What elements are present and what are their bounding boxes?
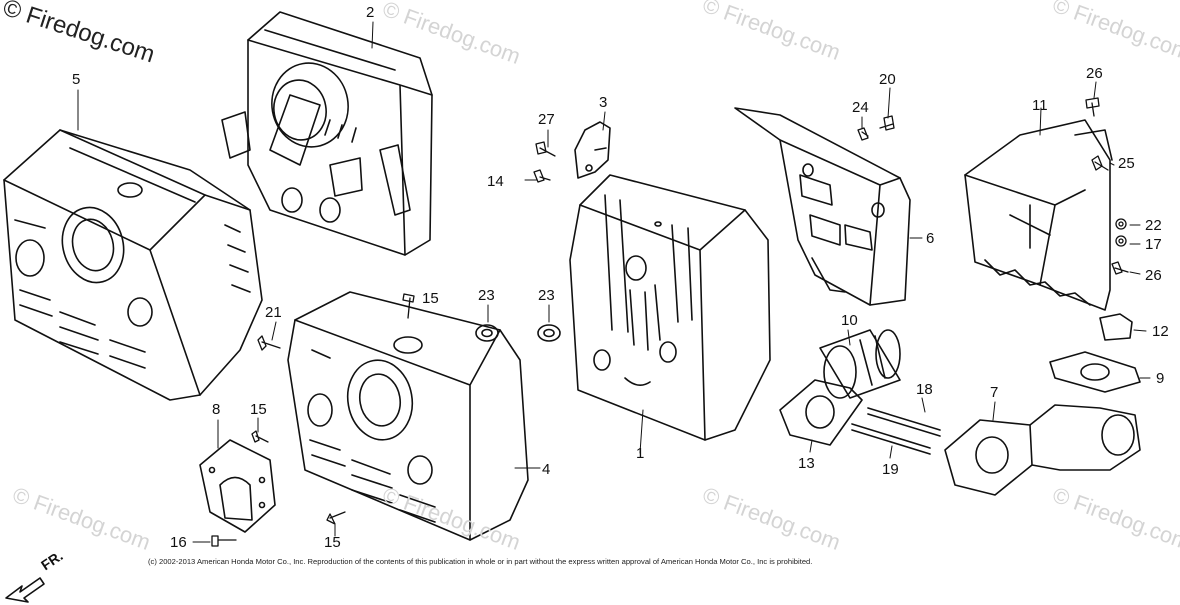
callout-27: 27 — [538, 111, 555, 128]
callout-19: 19 — [882, 461, 899, 478]
callout-8: 8 — [212, 401, 221, 418]
front-direction-arrow — [5, 577, 45, 603]
leader-lines — [77, 21, 1151, 543]
part-12-bracket — [1099, 313, 1133, 341]
callout-1: 1 — [636, 445, 645, 462]
callout-4: 4 — [542, 461, 551, 478]
callout-2: 2 — [366, 4, 375, 21]
callout-14: 14 — [487, 173, 504, 190]
part-13-gasket — [779, 379, 863, 446]
callout-12: 12 — [1152, 323, 1169, 340]
callout-17: 17 — [1145, 236, 1162, 253]
callout-20: 20 — [879, 71, 896, 88]
callout-23: 23 — [478, 287, 495, 304]
part-8-deflector — [199, 439, 276, 533]
callout-9: 9 — [1156, 370, 1165, 387]
part-23-grommets — [475, 324, 561, 342]
callout-15: 15 — [250, 401, 267, 418]
callout-18: 18 — [916, 381, 933, 398]
callout-15: 15 — [422, 290, 439, 307]
part-1-muffler — [569, 174, 771, 441]
part-4-muffler-protector-center — [287, 291, 529, 541]
part-5-muffler-protector — [3, 129, 263, 401]
copyright-notice: (c) 2002-2013 American Honda Motor Co., … — [148, 557, 813, 566]
part-7-exhaust-pipe — [944, 404, 1141, 496]
callout-13: 13 — [798, 455, 815, 472]
part-11-exhaust-shield — [964, 119, 1113, 311]
part-2-muffler-protector-upper — [221, 11, 433, 256]
fasteners — [211, 97, 1129, 547]
callout-16: 16 — [170, 534, 187, 551]
callout-10: 10 — [841, 312, 858, 329]
callout-5: 5 — [72, 71, 81, 88]
callout-7: 7 — [990, 384, 999, 401]
callout-15: 15 — [324, 534, 341, 551]
callout-11: 11 — [1032, 97, 1048, 114]
part-9-gasket — [1049, 351, 1141, 393]
callout-26: 26 — [1086, 65, 1103, 82]
part-10-spark-arrester — [819, 329, 901, 399]
callout-6: 6 — [926, 230, 935, 247]
part-3-bracket — [574, 121, 611, 179]
callout-23: 23 — [538, 287, 555, 304]
callout-26: 26 — [1145, 267, 1162, 284]
callout-3: 3 — [599, 94, 608, 111]
callout-25: 25 — [1118, 155, 1135, 172]
part-18-19-studs — [851, 407, 941, 455]
callout-22: 22 — [1145, 217, 1162, 234]
callout-21: 21 — [265, 304, 282, 321]
part-6-heat-shield — [734, 107, 911, 306]
callout-24: 24 — [852, 99, 869, 116]
